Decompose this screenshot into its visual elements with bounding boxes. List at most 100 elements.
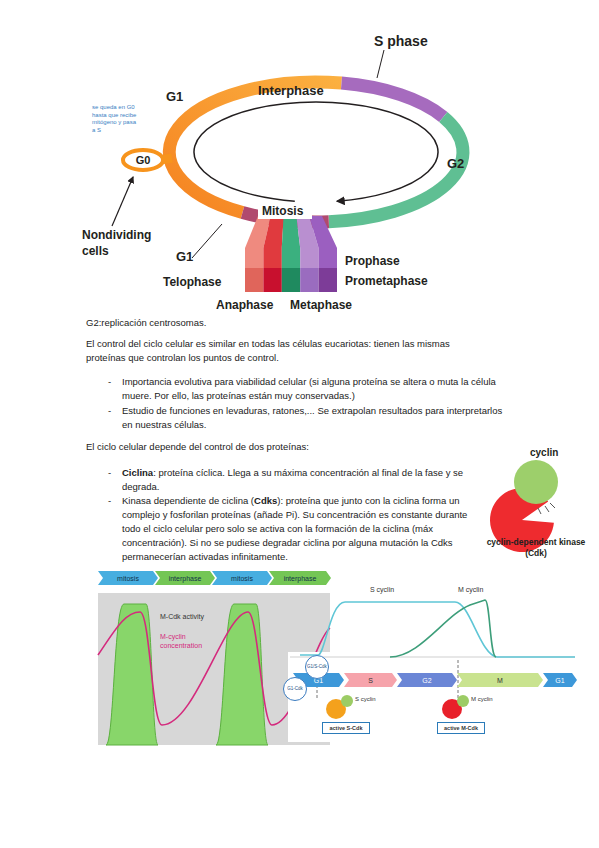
node-text: interphase: [284, 574, 317, 583]
node-text: S: [368, 676, 373, 685]
phase-label: Prophase: [345, 254, 400, 269]
g2-arc: [329, 117, 463, 222]
activity-area: [106, 604, 158, 745]
node-text: G0: [136, 153, 151, 167]
chart-background: [288, 652, 578, 742]
text-paragraph: Ciclina: proteína cíclica. Llega a su má…: [122, 466, 472, 494]
phase-band: mitosis: [212, 571, 272, 585]
bullet-dash: -: [108, 404, 111, 418]
leader-line: [192, 224, 222, 258]
phase-band: mitosis: [98, 571, 158, 585]
phase-label: Metaphase: [290, 298, 352, 313]
body-text: El ciclo celular depende del control de …: [86, 440, 506, 454]
phase-band: G1: [543, 673, 577, 687]
phase-band: S: [344, 673, 397, 687]
node-text: G1: [555, 676, 564, 685]
prophase-stripe: [319, 268, 337, 292]
prometaphase-stripe: [300, 248, 318, 268]
phase-band: [212, 571, 272, 585]
active-complex-box: active S-Cdk: [322, 722, 370, 734]
body-text: G2:replicación centrosomas.: [86, 316, 506, 330]
phase-label: G1: [166, 89, 183, 105]
bullet-dash: -: [108, 375, 111, 389]
active-complex-box: [438, 723, 485, 734]
label-backing: [258, 202, 312, 219]
node-text: active S-Cdk: [329, 725, 362, 732]
body-text: Kinasa dependiente de ciclina (: [122, 495, 254, 506]
phase-band: [457, 673, 543, 687]
node-text: M: [497, 676, 503, 685]
leader-line: [377, 50, 384, 78]
complex-label: S cyclin: [355, 695, 376, 703]
phase-band: interphase: [269, 571, 331, 585]
cdk-circle: G1-Cdk: [283, 677, 307, 701]
node-text-area: interphase: [155, 571, 215, 585]
phase-band: M: [457, 673, 543, 687]
phase-label: Nondividing cells: [82, 227, 162, 259]
node-text: G1/S-Cdk: [307, 664, 327, 670]
phase-band: [269, 571, 331, 585]
cdk-circle: G1/S-Cdk: [305, 655, 329, 679]
cycle-arrow: [194, 102, 438, 201]
body-text: El control del ciclo celular es similar …: [86, 337, 491, 365]
text-paragraph: Kinasa dependiente de ciclina (Cdks): pr…: [122, 494, 472, 564]
body-text: Cdks: [254, 495, 277, 506]
node-text-area: G1/S-Cdk: [305, 655, 329, 679]
phase-band: [344, 673, 397, 687]
node-text: active M-Cdk: [444, 725, 478, 732]
curve-label: M-cyclin concentration: [160, 633, 218, 650]
phase-band: [98, 571, 158, 585]
anaphase-stripe: [263, 216, 283, 248]
body-text: Importancia evolutiva para viabilidad ce…: [122, 375, 507, 403]
node-text-area: S: [344, 673, 397, 687]
s-phase-arc: [342, 83, 444, 117]
cyclin-shape: [514, 460, 558, 504]
node-text: G1-Cdk: [287, 686, 303, 692]
leader-line: [112, 177, 133, 226]
phase-band: interphase: [155, 571, 215, 585]
node-text-area: mitosis: [98, 571, 158, 585]
prophase-stripe: [309, 216, 337, 248]
bullet-dash: -: [108, 466, 111, 480]
node-text-area: mitosis: [212, 571, 272, 585]
node-text-area: G1-Cdk: [283, 677, 307, 701]
metaphase-stripe: [282, 248, 300, 268]
node-text: G2: [422, 676, 431, 685]
phase-band: G2: [397, 673, 457, 687]
active-complex-box: [323, 723, 370, 734]
node-text-area: G1: [543, 673, 577, 687]
node-text-area: interphase: [269, 571, 331, 585]
g0-oval: [123, 150, 163, 170]
phase-label: G2: [447, 156, 464, 172]
curve-label: M cyclin: [458, 585, 483, 594]
illustration-label: cyclin: [530, 446, 558, 459]
illustration-label: cyclin-dependent kinase (Cdk): [486, 537, 586, 559]
phase-label: Telophase: [163, 275, 221, 290]
node-text: mitosis: [231, 574, 253, 583]
phase-label: Anaphase: [216, 298, 273, 313]
anaphase-stripe: [263, 268, 281, 292]
node-text: interphase: [169, 574, 202, 583]
node-text-area: active S-Cdk: [322, 722, 370, 734]
cdk-circle: [284, 678, 307, 701]
phase-band: [293, 673, 344, 687]
node-text-area: G0: [121, 148, 165, 172]
bullet-dash: -: [108, 494, 111, 508]
node-text-area: G2: [397, 673, 457, 687]
phase-label: Mitosis: [262, 204, 303, 219]
node-text-area: active M-Cdk: [437, 722, 485, 734]
node-text: mitosis: [117, 574, 139, 583]
handwritten-note: se queda en G0 hasta que recibe mitógeno…: [92, 104, 140, 134]
s-cyclin-shape: [341, 695, 353, 707]
phase-label: G1: [176, 249, 193, 265]
active-complex-box: active M-Cdk: [437, 722, 485, 734]
complex-label: M cyclin: [471, 695, 493, 703]
metaphase-stripe: [282, 268, 300, 292]
phase-band: [155, 571, 215, 585]
prometaphase-stripe: [300, 268, 318, 292]
g0-oval: G0: [121, 148, 165, 172]
prophase-stripe: [319, 248, 337, 268]
